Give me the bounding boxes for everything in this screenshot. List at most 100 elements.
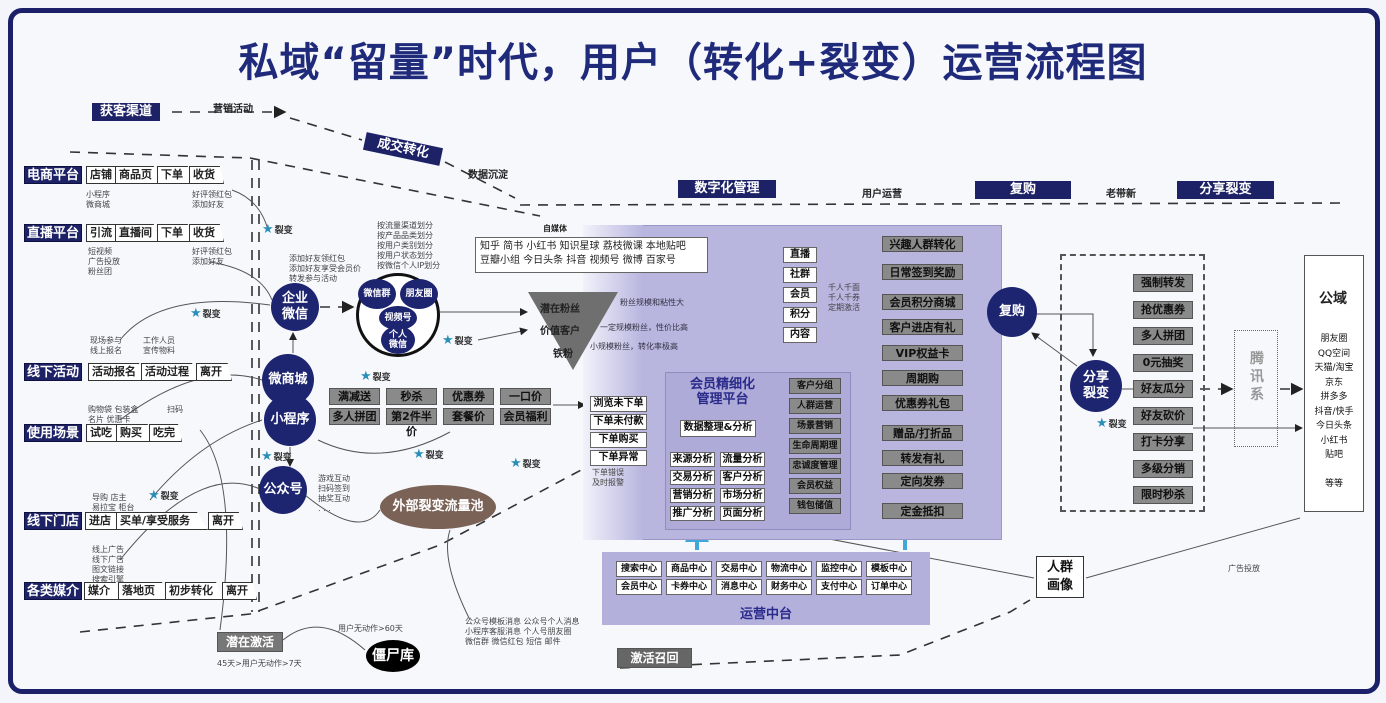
channel-step[interactable]: 进店 <box>85 512 121 530</box>
fission-star: ★裂变 <box>360 369 391 384</box>
channel-step[interactable]: 离开 <box>196 363 232 381</box>
channel-step[interactable]: 离开 <box>208 512 243 530</box>
channel-step[interactable]: 落地页 <box>118 582 168 600</box>
connector <box>149 419 263 501</box>
stage-repurchase: 复购 <box>975 181 1071 199</box>
connector <box>317 431 451 454</box>
external-pool: 外部裂变流量池 <box>380 485 496 529</box>
order-state: 下单购买 <box>590 432 647 448</box>
channel-note: 工作人员 宣传物料 <box>143 336 175 355</box>
platform-center: 财务中心 <box>766 579 812 595</box>
channel-step[interactable]: 店铺 <box>86 166 119 184</box>
channel-step[interactable]: 直播间 <box>115 224 159 242</box>
fission-star: ★裂变 <box>148 488 179 503</box>
channel-label: 电商平台 <box>24 166 82 184</box>
channel-step[interactable]: 初步转化 <box>165 582 223 600</box>
touchpoint: 会员 <box>783 287 817 303</box>
recall-channels-note: 公众号模板消息 公众号个人消息 小程序客服消息 个人号朋友圈 微信群 微信红包 … <box>465 617 580 646</box>
member-op: 客户分组 <box>789 378 841 394</box>
share-tactic: 抢优惠券 <box>1133 300 1193 319</box>
touch-note: 千人千面 千人千券 定期激活 <box>828 283 860 312</box>
channel-step[interactable]: 活动报名 <box>88 363 146 381</box>
fission-label: 裂变 <box>454 337 473 347</box>
star-icon: ★ <box>360 369 372 384</box>
star-icon: ★ <box>442 333 454 348</box>
hub-miniapp[interactable]: 小程序 <box>264 394 316 446</box>
data-analysis: 数据整理&分析 <box>680 420 756 437</box>
crowd-persona: 人群 画像 <box>1036 556 1084 598</box>
channel-step[interactable]: 试吃 <box>86 424 120 442</box>
analysis-item: 推广分析 <box>670 506 715 521</box>
tencent-label: 腾 讯 系 <box>1250 351 1264 403</box>
ops-tool: 兴趣人群转化 <box>882 236 963 252</box>
channel-step[interactable]: 吃完 <box>149 424 182 442</box>
connector <box>69 151 541 217</box>
member-op: 生命周期理 <box>789 438 841 454</box>
wecom-note: 添加好友领红包 添加好友享受会员价 转发参与活动 <box>289 254 361 283</box>
platform-center: 卡券中心 <box>666 579 712 595</box>
channel-step[interactable]: 下单 <box>157 166 192 184</box>
connector <box>289 117 363 141</box>
hub-official[interactable]: 公众号 <box>259 466 307 514</box>
platform-center: 模板中心 <box>866 561 912 577</box>
analysis-item: 市场分析 <box>720 488 765 503</box>
funnel-note: 粉丝规模和粘性大 <box>620 298 684 307</box>
fission-star: ★裂变 <box>413 447 444 462</box>
promo-item: 第2件半价 <box>386 408 437 438</box>
analysis-item: 页面分析 <box>720 506 765 521</box>
channel-note: 扫码 <box>167 405 183 414</box>
share-tactic: 限时秒杀 <box>1133 486 1193 504</box>
funnel-level: 潜在粉丝 <box>540 304 580 315</box>
channel-step[interactable]: 收货 <box>189 224 224 242</box>
media-line: 豆瓣小组 今日头条 抖音 视频号 微博 百家号 <box>480 255 676 266</box>
connector <box>447 529 471 621</box>
stage-marketing: 营销活动 <box>213 104 253 115</box>
order-state: 下单未付款 <box>590 414 647 430</box>
share-tactic: 多级分销 <box>1133 459 1193 478</box>
connector <box>231 189 269 231</box>
stage-old-new: 老带新 <box>1106 189 1136 200</box>
channel-step[interactable]: 商品页 <box>115 166 159 184</box>
channel-step[interactable]: 下单 <box>157 224 192 242</box>
analysis-item: 来源分析 <box>670 452 715 467</box>
touchpoint: 社群 <box>783 267 817 283</box>
ops-tool: 日常签到奖励 <box>882 264 963 280</box>
channel-step[interactable]: 离开 <box>222 582 257 600</box>
fission-star: ★裂变 <box>190 306 221 321</box>
share-hub: 分享 裂变 <box>1070 360 1122 412</box>
platform-center: 支付中心 <box>816 579 862 595</box>
hub-wecom[interactable]: 企业 微信 <box>271 283 319 331</box>
channel-note: 导购 店主 易拉宝 柜台 <box>92 493 135 512</box>
fission-label: 裂变 <box>1108 420 1127 430</box>
channel-label: 线下活动 <box>24 363 82 381</box>
fission-label: 裂变 <box>522 460 541 470</box>
channel-note: 现场参与 线上报名 <box>90 336 122 355</box>
analysis-item: 客户分析 <box>720 470 765 485</box>
order-note: 下单错误 及时报警 <box>592 468 624 487</box>
share-dashed-box <box>1060 254 1205 512</box>
channel-step[interactable]: 活动过程 <box>141 363 199 381</box>
digital-panel-light <box>583 225 643 540</box>
channel-step[interactable]: 引流 <box>86 224 119 242</box>
channel-step[interactable]: 购买 <box>116 424 152 442</box>
funnel-note: 一定规模粉丝，性价比高 <box>600 323 688 332</box>
stage-share: 分享裂变 <box>1177 181 1274 199</box>
connector <box>209 261 273 301</box>
connector <box>1037 313 1097 357</box>
funnel-note: 小规模粉丝，转化率极高 <box>590 342 678 351</box>
platform-center: 搜索中心 <box>616 561 662 577</box>
connector <box>519 202 1346 206</box>
channel-step[interactable]: 媒介 <box>84 582 120 600</box>
public-domain-title: 公域 <box>1319 291 1347 307</box>
stage-user-ops: 用户运营 <box>862 189 902 200</box>
fission-label: 裂变 <box>202 310 221 320</box>
channel-note: 小程序 微商城 <box>86 190 110 209</box>
activation-recall: 激活召回 <box>617 648 692 668</box>
member-op: 场景营销 <box>789 418 841 434</box>
fission-label: 裂变 <box>425 451 444 461</box>
channel-label: 使用场景 <box>24 424 82 442</box>
channel-step[interactable]: 收货 <box>189 166 224 184</box>
channel-step[interactable]: 买单/享受服务 <box>116 512 208 530</box>
channel-note: 好评领红包 添加好友 <box>192 190 232 209</box>
member-op: 钱包储值 <box>789 498 841 514</box>
